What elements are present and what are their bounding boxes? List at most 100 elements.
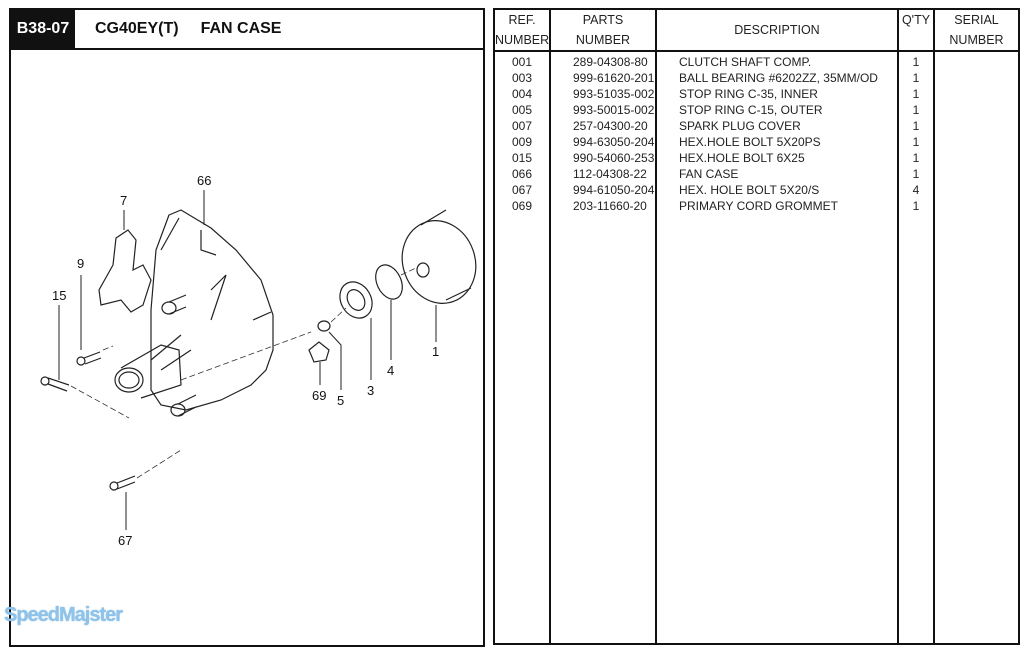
callout-67: 67 — [118, 533, 132, 548]
ref-cell: 007 — [493, 118, 551, 134]
ref-cell: 001 — [493, 51, 551, 70]
part-number-cell: 112-04308-22 — [549, 166, 657, 182]
exploded-parts-diagram: 66 7 9 15 67 69 5 3 4 1 — [40, 173, 477, 548]
col-parts-line2: NUMBER — [575, 33, 631, 47]
ref-cell: 069 — [493, 198, 551, 214]
callout-5: 5 — [337, 393, 344, 408]
qty-cell: 1 — [897, 198, 935, 214]
description-cell: PRIMARY CORD GROMMET — [655, 198, 899, 214]
callout-3: 3 — [367, 383, 374, 398]
description-cell: FAN CASE — [655, 166, 899, 182]
callout-69: 69 — [312, 388, 326, 403]
part-number-cell: 994-61050-204 — [549, 182, 657, 198]
qty-cell: 1 — [897, 70, 935, 86]
callout-9: 9 — [77, 256, 84, 271]
clutch-shaft-1-part — [401, 209, 477, 304]
title-bar: B38-07 CG40EY(T) FAN CASE — [11, 10, 483, 50]
bolt-9-part — [76, 351, 102, 366]
part-number-cell: 999-61620-201 — [549, 70, 657, 86]
serial-cell — [933, 51, 1020, 70]
qty-cell: 1 — [897, 86, 935, 102]
empty-cell — [549, 214, 657, 645]
serial-cell — [933, 86, 1020, 102]
ref-cell: 005 — [493, 102, 551, 118]
col-serial-line2: NUMBER — [949, 33, 1004, 47]
part-number-cell: 990-54060-253 — [549, 150, 657, 166]
ref-cell: 004 — [493, 86, 551, 102]
col-serial-header: SERIAL NUMBER — [933, 8, 1020, 52]
page-code: B38-07 — [11, 10, 75, 48]
serial-cell — [933, 118, 1020, 134]
qty-cell: 1 — [897, 118, 935, 134]
serial-cell — [933, 150, 1020, 166]
serial-cell — [933, 70, 1020, 86]
part-number-cell: 289-04308-80 — [549, 51, 657, 70]
serial-cell — [933, 134, 1020, 150]
stop-ring-5-part — [317, 320, 331, 332]
bolt-67-part — [109, 475, 136, 491]
col-description-header: DESCRIPTION — [655, 8, 899, 52]
ref-cell: 003 — [493, 70, 551, 86]
description-cell: HEX.HOLE BOLT 5X20PS — [655, 134, 899, 150]
col-qty-header: Q'TY — [897, 8, 935, 52]
description-cell: STOP RING C-35, INNER — [655, 86, 899, 102]
callout-15: 15 — [52, 288, 66, 303]
col-parts-header: PARTS NUMBER — [549, 8, 657, 52]
part-number-cell: 994-63050-204 — [549, 134, 657, 150]
fan-case-nozzle — [114, 294, 197, 417]
part-number-cell: 203-11660-20 — [549, 198, 657, 214]
bearing-3-part — [339, 281, 373, 319]
description-cell: HEX.HOLE BOLT 6X25 — [655, 150, 899, 166]
col-ref-header: REF. NUMBER — [493, 8, 551, 52]
ref-cell: 066 — [493, 166, 551, 182]
description-cell: CLUTCH SHAFT COMP. — [655, 51, 899, 70]
col-ref-line1: REF. — [508, 13, 536, 27]
col-serial-line1: SERIAL — [954, 13, 999, 27]
callout-1: 1 — [432, 344, 439, 359]
part-number-cell: 993-51035-002 — [549, 86, 657, 102]
qty-cell: 1 — [897, 166, 935, 182]
model-name: CG40EY(T) — [95, 20, 179, 37]
section-title: FAN CASE — [200, 20, 282, 37]
empty-cell — [897, 214, 935, 645]
col-parts-line1: PARTS — [582, 13, 624, 27]
diagram-panel: B38-07 CG40EY(T) FAN CASE — [9, 8, 485, 647]
col-ref-line2: NUMBER — [495, 33, 550, 47]
ref-cell: 067 — [493, 182, 551, 198]
serial-cell — [933, 182, 1020, 198]
grommet-69-part — [308, 341, 330, 363]
empty-cell — [655, 214, 899, 645]
callout-4: 4 — [387, 363, 394, 378]
watermark-logo: SpeedMajster — [4, 604, 123, 626]
table-empty-space — [493, 214, 1020, 645]
description-cell: STOP RING C-15, OUTER — [655, 102, 899, 118]
callout-7: 7 — [120, 193, 127, 208]
serial-cell — [933, 198, 1020, 214]
part-number-cell: 993-50015-002 — [549, 102, 657, 118]
part-number-cell: 257-04300-20 — [549, 118, 657, 134]
callout-66: 66 — [197, 173, 211, 188]
qty-cell: 1 — [897, 51, 935, 70]
qty-cell: 1 — [897, 134, 935, 150]
qty-cell: 4 — [897, 182, 935, 198]
qty-cell: 1 — [897, 150, 935, 166]
qty-cell: 1 — [897, 102, 935, 118]
serial-cell — [933, 166, 1020, 182]
description-cell: BALL BEARING #6202ZZ, 35MM/OD — [655, 70, 899, 86]
ref-cell: 015 — [493, 150, 551, 166]
ref-cell: 009 — [493, 134, 551, 150]
fan-case-part — [150, 209, 274, 411]
spark-plug-cover-part — [98, 229, 152, 313]
page-title: CG40EY(T) FAN CASE — [95, 10, 303, 48]
